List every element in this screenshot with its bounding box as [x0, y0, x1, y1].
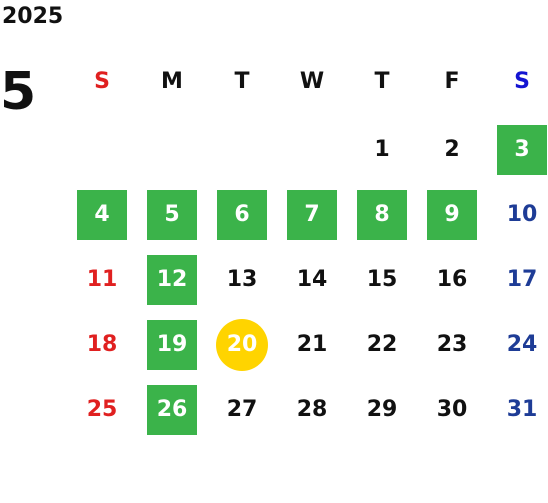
day-cell-30[interactable]: 30: [436, 397, 468, 422]
day-cell-14[interactable]: 14: [296, 267, 328, 292]
day-cell-27[interactable]: 27: [226, 397, 258, 422]
day-cell-20[interactable]: 20: [216, 319, 268, 371]
day-cell-3[interactable]: 3: [497, 125, 547, 175]
weekday-header-3: W: [299, 69, 325, 94]
day-cell-2[interactable]: 2: [444, 137, 460, 162]
day-cell-24[interactable]: 24: [506, 332, 538, 357]
day-cell-9[interactable]: 9: [427, 190, 477, 240]
weekday-header-6: S: [514, 69, 530, 94]
day-cell-26[interactable]: 26: [147, 385, 197, 435]
year-label: 2025: [2, 4, 64, 29]
day-cell-29[interactable]: 29: [366, 397, 398, 422]
day-cell-10[interactable]: 10: [506, 202, 538, 227]
day-cell-7[interactable]: 7: [287, 190, 337, 240]
weekday-header-2: T: [234, 69, 250, 94]
day-cell-31[interactable]: 31: [506, 397, 538, 422]
day-cell-17[interactable]: 17: [506, 267, 538, 292]
day-cell-28[interactable]: 28: [296, 397, 328, 422]
day-cell-1[interactable]: 1: [374, 137, 390, 162]
day-cell-4[interactable]: 4: [77, 190, 127, 240]
day-cell-22[interactable]: 22: [366, 332, 398, 357]
weekday-header-5: F: [444, 69, 460, 94]
weekday-header-1: M: [161, 69, 183, 94]
day-cell-18[interactable]: 18: [86, 332, 118, 357]
weekday-header-4: T: [374, 69, 390, 94]
day-cell-12[interactable]: 12: [147, 255, 197, 305]
day-cell-8[interactable]: 8: [357, 190, 407, 240]
month-number: 5: [0, 62, 37, 122]
day-cell-5[interactable]: 5: [147, 190, 197, 240]
weekday-header-0: S: [94, 69, 110, 94]
day-cell-13[interactable]: 13: [226, 267, 258, 292]
day-cell-23[interactable]: 23: [436, 332, 468, 357]
day-cell-15[interactable]: 15: [366, 267, 398, 292]
day-cell-19[interactable]: 19: [147, 320, 197, 370]
day-cell-21[interactable]: 21: [296, 332, 328, 357]
day-cell-6[interactable]: 6: [217, 190, 267, 240]
day-cell-11[interactable]: 11: [86, 267, 118, 292]
day-cell-25[interactable]: 25: [86, 397, 118, 422]
day-cell-16[interactable]: 16: [436, 267, 468, 292]
